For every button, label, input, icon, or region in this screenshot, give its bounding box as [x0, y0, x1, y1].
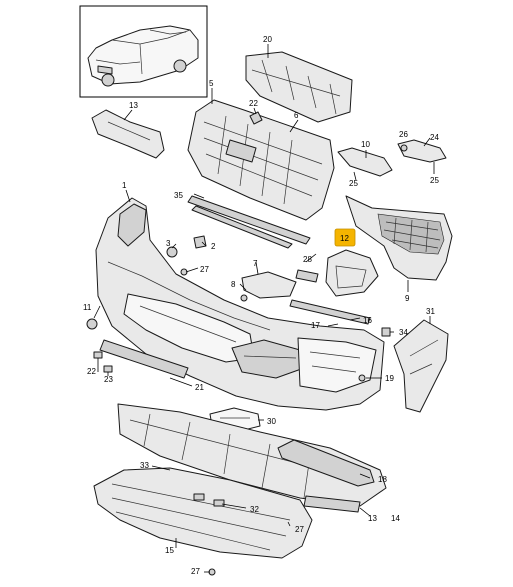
- label-16: 16: [363, 316, 372, 325]
- part-22-23-clips-lower: [93, 351, 113, 373]
- part-35-strips: [187, 195, 311, 249]
- label-21: 21: [195, 383, 204, 392]
- lower-spoiler: [117, 403, 387, 507]
- leader-lines: [93, 189, 431, 573]
- part-19-screw: [358, 374, 366, 382]
- label-15: 15: [165, 546, 174, 555]
- label-23: 23: [104, 375, 113, 384]
- part-21-strip: [99, 339, 189, 379]
- label-5: 5: [209, 79, 214, 88]
- vehicle-thumbnail: [79, 5, 208, 98]
- part-12-air-duct: [325, 249, 379, 297]
- label-25-right: 25: [430, 176, 439, 185]
- label-27-mid: 27: [295, 525, 304, 534]
- highlight-box-part-12: [334, 228, 356, 247]
- part-24-26-bracket: [397, 137, 447, 174]
- callout-labels: 1 2 3 5 6 7 8 9 10 11 12 13 13 14 15 16 …: [83, 35, 439, 576]
- part-2-3-clips: [166, 235, 207, 258]
- part-5-6-grille-carrier: [187, 88, 335, 221]
- label-1: 1: [122, 181, 127, 190]
- label-26: 26: [399, 130, 408, 139]
- label-13-lower: 13: [368, 514, 377, 523]
- label-34: 34: [399, 328, 408, 337]
- label-18: 18: [378, 475, 387, 484]
- part-22-clip-upper: [249, 107, 263, 125]
- label-32: 32: [250, 505, 259, 514]
- label-25-left: 25: [349, 179, 358, 188]
- label-10: 10: [361, 140, 370, 149]
- part-31-side-bracket: [393, 319, 449, 413]
- label-19: 19: [385, 374, 394, 383]
- label-14: 14: [391, 514, 400, 523]
- part-34-clip: [381, 327, 391, 337]
- label-27-bottom: 27: [191, 567, 200, 576]
- label-7: 7: [253, 259, 258, 268]
- part-16-strip: [289, 299, 371, 325]
- label-35: 35: [174, 191, 183, 200]
- part-10-bracket: [337, 147, 393, 181]
- part-9-grille: [345, 195, 453, 292]
- label-28: 28: [303, 255, 312, 264]
- label-11: 11: [83, 303, 92, 312]
- part-1-bumper-cover: [95, 197, 385, 411]
- label-3: 3: [166, 239, 171, 248]
- label-8: 8: [231, 280, 236, 289]
- label-2: 2: [211, 242, 216, 251]
- part-20-upper-support: [245, 44, 353, 123]
- part-13-14-lower-strip: [303, 495, 361, 513]
- label-24-bracket: 24: [430, 133, 439, 142]
- label-22-upper: 22: [249, 99, 258, 108]
- label-17: 17: [311, 321, 320, 330]
- part-11-sensor: [86, 318, 98, 330]
- label-9: 9: [405, 294, 410, 303]
- part-18-trim-strip: [277, 439, 375, 487]
- label-30: 30: [267, 417, 276, 426]
- label-20: 20: [263, 35, 272, 44]
- label-12: 12: [340, 234, 349, 243]
- label-22-lower: 22: [87, 367, 96, 376]
- label-31: 31: [426, 307, 435, 316]
- label-13-upper: 13: [129, 101, 138, 110]
- part-15-underbody-shield: [93, 467, 313, 559]
- part-32-clips: [193, 493, 225, 507]
- part-7-8-28-brackets: [240, 261, 319, 302]
- label-27-upper: 27: [200, 265, 209, 274]
- label-6: 6: [294, 111, 299, 120]
- part-13-bracket: [91, 109, 165, 159]
- label-33: 33: [140, 461, 149, 470]
